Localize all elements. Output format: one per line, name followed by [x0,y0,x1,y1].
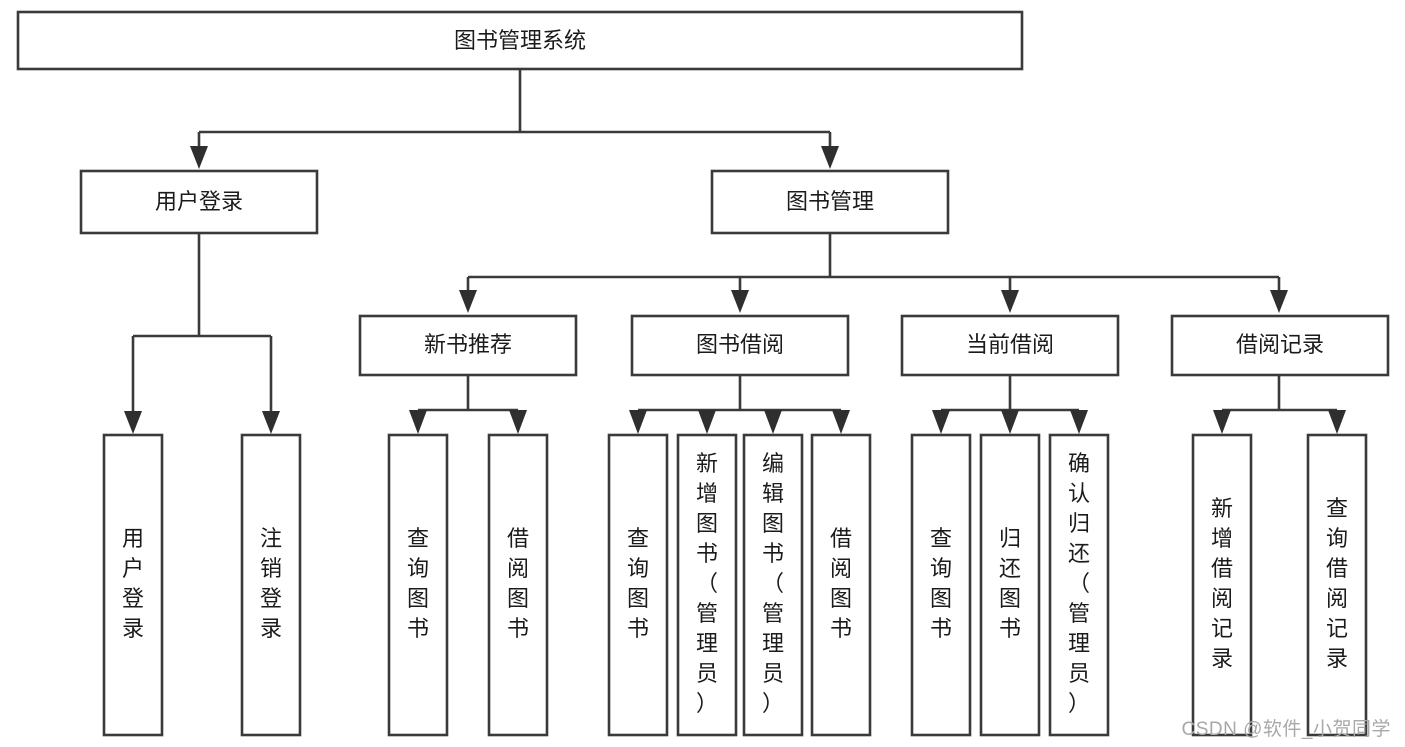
node-borrow-record-label: 借阅记录 [1236,332,1324,357]
node-new-book-recommend[interactable]: 新书推荐 [358,314,578,377]
node-user-login-label: 用户登录 [155,189,243,214]
node-book-manage-label: 图书管理 [786,189,874,214]
node-leaf-borrow-book-2[interactable]: 借阅图书 [810,433,872,737]
node-book-borrow[interactable]: 图书借阅 [630,314,850,377]
arrow-head-leaf-query-book-2 [629,410,647,434]
node-leaf-query-book-3-box[interactable] [910,433,972,737]
arrow-head-leaf-query-book-1 [409,410,427,434]
node-leaf-query-record[interactable]: 查询借阅记录 [1306,433,1368,737]
node-leaf-query-book-1[interactable]: 查询图书 [387,433,449,737]
node-new-book-recommend-label: 新书推荐 [424,332,512,357]
arrow-head-leaf-borrow-book-1 [509,410,527,434]
node-leaf-user-logout-label: 注销登录 [260,526,282,641]
node-leaf-query-book-2-label: 查询图书 [627,526,649,641]
node-leaf-user-login-box[interactable] [102,433,164,737]
node-leaf-add-record-box[interactable] [1191,433,1253,737]
node-new-book-recommend-box[interactable] [358,314,578,377]
arrow-head-leaf-confirm-return [1070,410,1088,434]
node-leaf-confirm-return-label: 确认归还（管理员） [1068,451,1090,716]
arrow-head-leaf-borrow-book-2 [832,410,850,434]
node-leaf-query-book-1-box[interactable] [387,433,449,737]
node-user-login[interactable]: 用户登录 [79,169,319,235]
node-root-label: 图书管理系统 [454,28,586,53]
node-leaf-query-record-box[interactable] [1306,433,1368,737]
arrow-head-leaf-add-record [1213,410,1231,434]
node-leaf-edit-book-label: 编辑图书（管理员） [762,451,784,716]
node-current-borrow-label: 当前借阅 [966,332,1054,357]
node-leaf-borrow-book-1-label: 借阅图书 [507,526,529,641]
node-leaf-query-book-1-label: 查询图书 [407,526,429,641]
node-leaf-query-book-3-label: 查询图书 [930,526,952,641]
node-current-borrow-box[interactable] [900,314,1120,377]
arrow-head-leaf-edit-book [764,410,782,434]
arrow-head-leaf-user-login [124,411,142,434]
arrow-head-leaf-return-book [1001,410,1019,434]
node-leaf-borrow-book-2-label: 借阅图书 [830,526,852,641]
node-leaf-query-book-3[interactable]: 查询图书 [910,433,972,737]
node-leaf-borrow-book-1[interactable]: 借阅图书 [487,433,549,737]
node-leaf-borrow-book-2-box[interactable] [810,433,872,737]
node-leaf-user-login[interactable]: 用户登录 [102,433,164,737]
node-leaf-edit-book[interactable]: 编辑图书（管理员） [742,433,804,737]
arrow-head-leaf-user-logout [262,411,280,434]
node-leaf-user-logout[interactable]: 注销登录 [240,433,302,737]
node-leaf-query-record-label: 查询借阅记录 [1326,496,1348,671]
node-borrow-record-box[interactable] [1170,314,1390,377]
arrow-head-book-manage [821,146,839,169]
node-leaf-add-book[interactable]: 新增图书（管理员） [676,433,738,737]
arrow-head-book-borrow [731,290,749,313]
node-current-borrow[interactable]: 当前借阅 [900,314,1120,377]
node-leaf-return-book[interactable]: 归还图书 [979,433,1041,737]
node-book-manage-box[interactable] [710,169,950,235]
node-user-login-box[interactable] [79,169,319,235]
node-leaf-confirm-return[interactable]: 确认归还（管理员） [1048,433,1110,737]
node-leaf-query-book-2[interactable]: 查询图书 [607,433,669,737]
node-book-manage[interactable]: 图书管理 [710,169,950,235]
node-leaf-user-login-label: 用户登录 [122,526,144,641]
node-root-box[interactable] [16,10,1024,71]
node-leaf-query-book-2-box[interactable] [607,433,669,737]
arrow-head-user-login [190,146,208,169]
node-leaf-borrow-book-1-box[interactable] [487,433,549,737]
arrow-head-current-borrow [1001,290,1019,313]
connector-layer [124,69,1346,434]
arrow-head-borrow-record [1270,290,1288,313]
node-book-borrow-box[interactable] [630,314,850,377]
node-leaf-return-book-label: 归还图书 [999,526,1021,641]
node-borrow-record[interactable]: 借阅记录 [1170,314,1390,377]
node-leaf-add-record-label: 新增借阅记录 [1211,496,1233,671]
arrow-head-new-book-recommend [459,290,477,313]
arrow-head-leaf-query-book-3 [932,410,950,434]
arrow-head-leaf-query-record [1328,410,1346,434]
node-leaf-add-book-box[interactable] [676,433,738,737]
node-leaf-confirm-return-box[interactable] [1048,433,1110,737]
node-leaf-return-book-box[interactable] [979,433,1041,737]
node-leaf-add-book-label: 新增图书（管理员） [696,451,718,716]
node-leaf-user-logout-box[interactable] [240,433,302,737]
node-leaf-edit-book-box[interactable] [742,433,804,737]
node-leaf-add-record[interactable]: 新增借阅记录 [1191,433,1253,737]
node-root[interactable]: 图书管理系统 [16,10,1024,71]
node-book-borrow-label: 图书借阅 [696,332,784,357]
arrow-head-leaf-add-book [698,410,716,434]
